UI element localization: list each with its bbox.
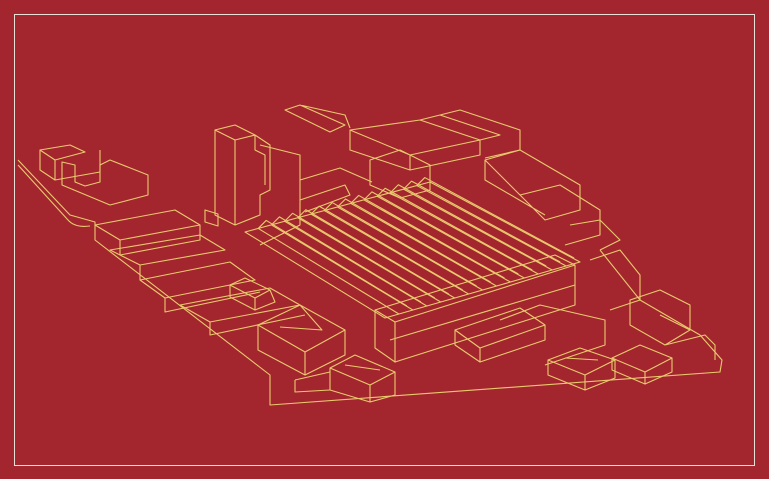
tall-tower (214, 124, 301, 246)
chimney-block (204, 209, 219, 227)
white-frame (14, 14, 755, 466)
roof-ridge (376, 187, 533, 279)
pyramid-house-front (329, 354, 396, 403)
pyramid-house-right-1 (547, 347, 616, 391)
low-sheds (294, 167, 373, 393)
back-buildings (284, 104, 521, 199)
site-outline (17, 159, 723, 406)
front-long-block (374, 254, 576, 363)
street-edge (17, 164, 91, 227)
roof-ridge (284, 212, 436, 307)
small-house (229, 277, 276, 311)
pyramid-house-right-2 (611, 344, 673, 385)
roof-ridge (389, 184, 547, 275)
right-buildings (484, 149, 716, 360)
roof-ridge (257, 219, 408, 315)
roof-ridge (350, 194, 505, 287)
roof-ridge (323, 202, 477, 295)
roof-ridge (271, 216, 422, 311)
pyramid-house-left (257, 304, 346, 376)
sawtooth-roof-ridges (257, 177, 575, 315)
roof-ridge (363, 191, 519, 283)
building-line-drawing (17, 104, 723, 406)
roof-ridge (297, 209, 449, 303)
front-wing (454, 304, 606, 366)
roof-ridge (403, 180, 561, 271)
roof-ridge (337, 198, 491, 291)
roof-ridge (416, 177, 575, 267)
factory-outline (244, 181, 581, 319)
building-left-u (61, 159, 149, 206)
